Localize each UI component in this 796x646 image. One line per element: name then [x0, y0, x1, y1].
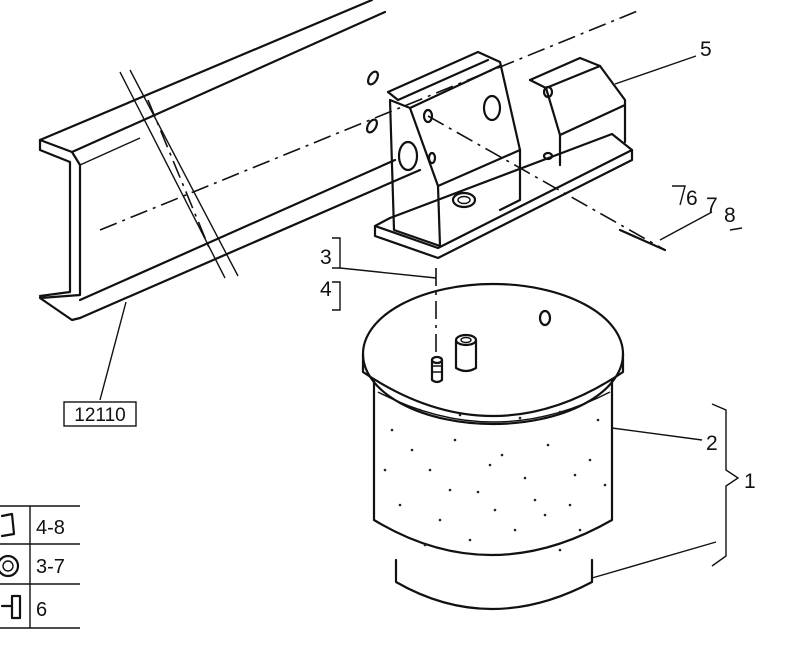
callout-7: 7 — [706, 194, 718, 217]
table-value-2: 3-7 — [36, 556, 65, 578]
mounting-bracket — [365, 50, 667, 260]
callout-8: 8 — [724, 204, 736, 227]
callout-1: 1 — [744, 470, 756, 493]
frame-rail — [38, 0, 641, 401]
bolt-icon — [0, 594, 22, 620]
washer-icon — [0, 554, 20, 578]
air-spring — [361, 268, 625, 610]
reference-label: 12110 — [74, 405, 125, 426]
callout-2: 2 — [706, 432, 718, 455]
table-value-3: 6 — [36, 599, 47, 621]
callout-6: 6 — [686, 187, 698, 210]
callout-3: 3 — [320, 246, 332, 269]
nut-icon — [0, 512, 16, 538]
table-value-1: 4-8 — [36, 517, 65, 539]
reference-box: 12110 — [63, 401, 137, 427]
callout-4: 4 — [320, 278, 332, 301]
callouts: 5 6 7 8 3 4 2 1 — [320, 38, 756, 579]
fastener-table: 4-8 3-7 6 — [0, 505, 80, 629]
callout-5: 5 — [700, 38, 712, 61]
bellows-texture — [383, 408, 607, 552]
